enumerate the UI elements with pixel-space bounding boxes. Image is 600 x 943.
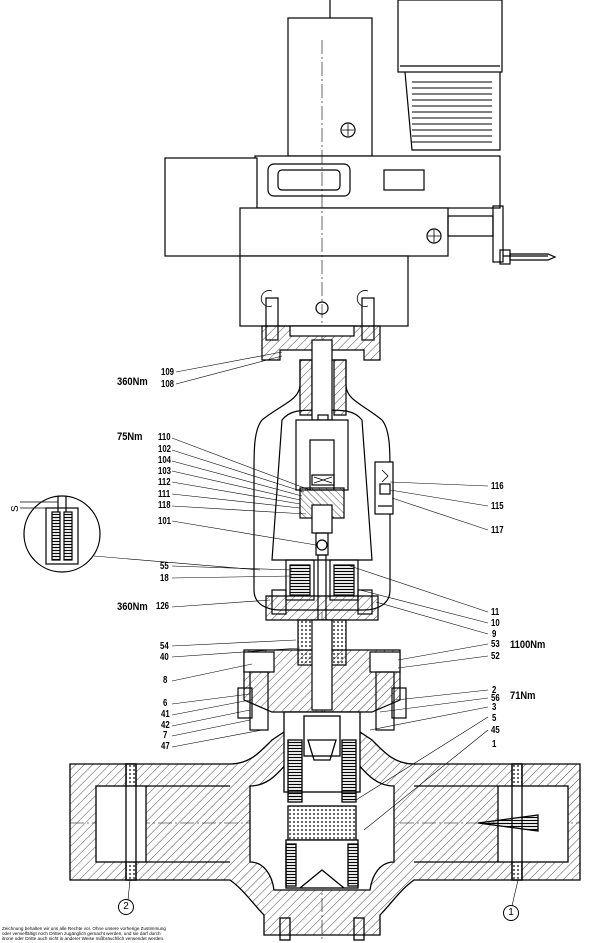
part-label-54: 54: [160, 641, 169, 652]
part-label-115: 115: [491, 501, 504, 512]
copyright-line-1: Zeichnung behalten wir uns alle Rechte v…: [2, 926, 166, 931]
part-label-108: 108: [161, 379, 175, 390]
part-label-102: 102: [158, 444, 172, 455]
part-label-116: 116: [491, 481, 504, 492]
part-label-42: 42: [161, 720, 170, 731]
actuator: [164, 0, 557, 341]
part-label-41: 41: [161, 709, 170, 720]
part-label-104: 104: [158, 455, 172, 466]
yoke: [253, 325, 394, 656]
part-label-9: 9: [492, 629, 497, 640]
part-label-110: 110: [158, 432, 171, 443]
part-label-126: 126: [156, 601, 170, 612]
packing-gland: [237, 559, 407, 731]
part-label-53: 53: [491, 639, 500, 650]
part-label-103: 103: [158, 466, 172, 477]
torque-label-360-lower: 360Nm: [117, 601, 148, 613]
part-label-117: 117: [491, 525, 504, 536]
part-label-47: 47: [161, 741, 170, 752]
part-label-1: 1: [492, 739, 497, 750]
leader-lines: [127, 351, 519, 907]
motor-cooling-fins: [412, 81, 492, 143]
part-label-3: 3: [492, 702, 497, 713]
port-marker-2: 2: [118, 899, 134, 915]
part-label-55: 55: [160, 561, 169, 572]
part-label-52: 52: [491, 651, 500, 662]
copyright-line-3: itrone oder Dritte auch nicht in anderer…: [2, 936, 165, 941]
part-label-2: 2: [492, 685, 497, 696]
part-label-112: 112: [158, 477, 171, 488]
detail-view: [20, 495, 261, 573]
torque-label-1100: 1100Nm: [510, 639, 546, 651]
part-label-40: 40: [160, 652, 169, 663]
part-label-109-top: 109: [161, 367, 175, 378]
part-label-118: 118: [158, 500, 171, 511]
detail-dimension-label: S: [10, 505, 21, 512]
part-label-5: 5: [492, 713, 497, 724]
part-label-7: 7: [163, 730, 168, 741]
part-label-111: 111: [158, 489, 171, 500]
torque-label-75: 75Nm: [117, 431, 143, 443]
torque-label-71: 71Nm: [510, 690, 536, 702]
part-label-45: 45: [491, 725, 500, 736]
part-label-56: 56: [491, 693, 500, 704]
copyright-line-2: oder vervielfältigt noch Dritten zugängl…: [2, 931, 161, 936]
part-label-10: 10: [491, 618, 500, 629]
part-label-11: 11: [491, 607, 500, 618]
part-label-8: 8: [163, 675, 168, 686]
torque-label-360-upper: 360Nm: [117, 376, 148, 388]
valve-body: [69, 711, 581, 941]
part-label-101: 101: [158, 516, 172, 527]
part-label-6: 6: [163, 698, 168, 709]
port-marker-1: 1: [503, 905, 519, 921]
part-label-18: 18: [160, 573, 169, 584]
